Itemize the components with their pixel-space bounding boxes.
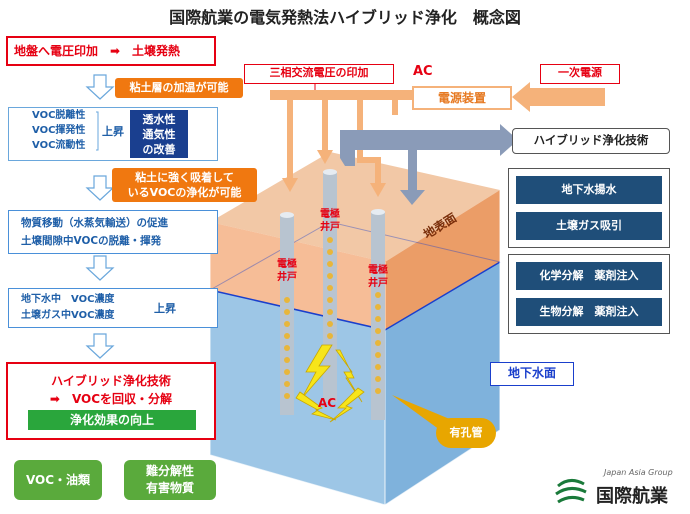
purification-effect-bar: 浄化効果の向上 [28,410,196,430]
callout-clay-heating: 粘土層の加温が可能 [115,78,243,98]
method-chemical-decomposition: 化学分解 薬剤注入 [516,262,662,290]
flow-down-arrows [85,74,115,359]
well-label-left: 電極 井戸 [277,259,297,283]
lightning-icons [295,344,365,423]
hybrid-tech-label: ハイブリッド浄化技術 [512,128,670,154]
hybrid-arrows [340,124,518,205]
method-groundwater-pumping: 地下水揚水 [516,176,662,204]
method-group-1 [508,168,670,248]
ac-top-label: AC [413,64,433,79]
voc-volatility: VOC揮発性 [32,125,86,136]
well-label-right: 電極 井戸 [368,265,388,289]
flow-up-label-1: 上昇 [102,125,124,138]
page-title: 国際航業の電気発熱法ハイブリッド浄化 概念図 [169,8,521,27]
voc-fluidity: VOC流動性 [32,140,86,151]
three-phase-label: 三相交流電圧の印加 [244,64,394,84]
flow-step-mass-transfer: 物質移動（水蒸気輸送）の促進 土壌間隙中VOCの脱離・揮発 [8,210,218,254]
left-box-outline-1 [8,107,218,161]
primary-power-label: 一次電源 [540,64,620,84]
flow-step-voc-properties: VOC脱離性 VOC揮発性 VOC流動性 [6,108,96,156]
perforated-pipe-label: 有孔管 [436,418,496,448]
soil-unsaturated-front [210,222,385,330]
permeability-box: 透水性 通気性 の改善 [130,110,188,158]
method-group-2 [508,254,670,334]
logo-name: 国際航業 [596,486,668,507]
power-unit-box: 電源装置 [412,86,512,110]
ac-center-label: AC [318,396,337,410]
groundwater-level-label: 地下水面 [490,362,574,386]
callout-clay-voc: 粘土に強く吸着して いるVOCの浄化が可能 [112,168,257,202]
flow-step-concentration: 地下水中 VOC濃度 土壌ガス中VOC濃度 [8,288,218,328]
voc-desorption: VOC脱離性 [32,110,86,121]
primary-power-arrow [512,82,605,112]
well-label-center: 電極 井戸 [320,209,340,233]
logo-tagline: Japan Asia Group [604,468,673,477]
result-voc-oil: VOC・油類 [14,460,102,500]
flow-up-label-2: 上昇 [154,302,176,315]
soil-unsaturated-right [385,190,500,330]
flow-step-voltage: 地盤へ電圧印加 ➡ 土壌発熱 [6,36,216,66]
result-persistent-substances: 難分解性 有害物質 [124,460,216,500]
logo-mark [555,479,587,504]
perforation-dots [284,237,381,399]
pipe-pointer [392,395,452,430]
method-soil-gas-extraction: 土壌ガス吸引 [516,212,662,240]
method-biological-decomposition: 生物分解 薬剤注入 [516,298,662,326]
